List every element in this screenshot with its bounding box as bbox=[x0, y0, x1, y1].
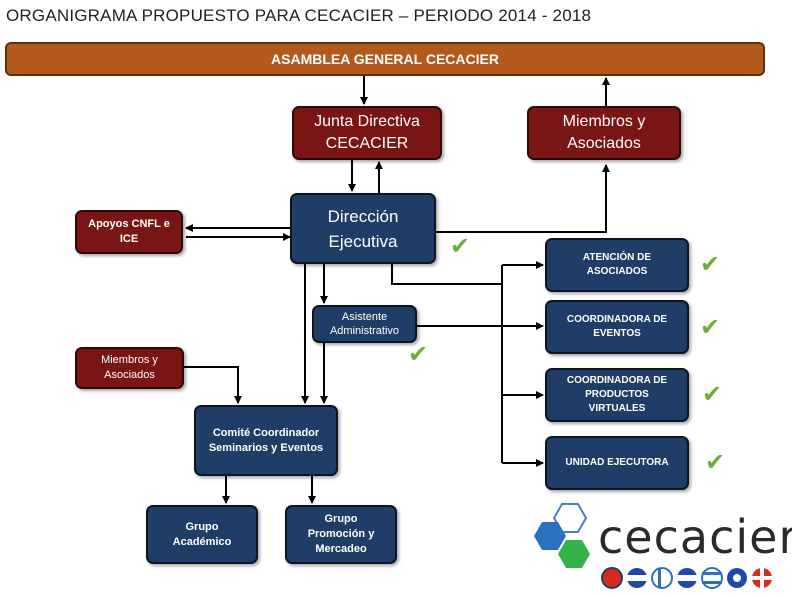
asamblea-banner: ASAMBLEA GENERAL CECACIER bbox=[5, 42, 765, 76]
coordinadora-eventos-box: COORDINADORA DE EVENTOS bbox=[545, 300, 689, 354]
arrow-direccion-miembros bbox=[436, 164, 610, 233]
check-icon: ✔ bbox=[705, 448, 726, 476]
junta-directiva-box: Junta Directiva CECACIER bbox=[292, 106, 442, 160]
arrow-miembros-comite bbox=[184, 366, 242, 404]
chart-title: ORGANIGRAMA PROPUESTO PARA CECACIER – PE… bbox=[6, 6, 592, 25]
direccion-ejecutiva-box: Dirección Ejecutiva bbox=[290, 193, 436, 264]
check-icon: ✔ bbox=[700, 313, 721, 341]
check-icon: ✔ bbox=[450, 232, 471, 260]
miembros-asociados-top-box: Miembros y Asociados bbox=[527, 106, 681, 160]
hexagon-cluster-icon bbox=[534, 503, 590, 568]
check-icon: ✔ bbox=[408, 340, 429, 368]
asistente-administrativo-box: Asistente Administrativo bbox=[312, 305, 417, 343]
check-icon: ✔ bbox=[702, 380, 723, 408]
unidad-ejecutora-box: UNIDAD EJECUTORA bbox=[545, 436, 689, 490]
grupo-academico-box: Grupo Académico bbox=[146, 505, 258, 564]
atencion-asociados-box: ATENCIÓN DE ASOCIADOS bbox=[545, 238, 689, 292]
check-icon: ✔ bbox=[700, 250, 721, 278]
apoyos-cnfl-ice-box: Apoyos CNFL e ICE bbox=[75, 210, 183, 254]
miembros-asociados-left-box: Miembros y Asociados bbox=[75, 347, 184, 389]
coordinadora-productos-box: COORDINADORA DE PRODUCTOS VIRTUALES bbox=[545, 368, 689, 422]
comite-coordinador-box: Comité Coordinador Seminarios y Eventos bbox=[194, 405, 338, 476]
grupo-promocion-box: Grupo Promoción y Mercadeo bbox=[285, 505, 397, 564]
member-country-flags-icon bbox=[601, 567, 772, 589]
cecacier-logo-text: cecacier bbox=[598, 510, 792, 564]
bus-direccion bbox=[391, 264, 502, 285]
